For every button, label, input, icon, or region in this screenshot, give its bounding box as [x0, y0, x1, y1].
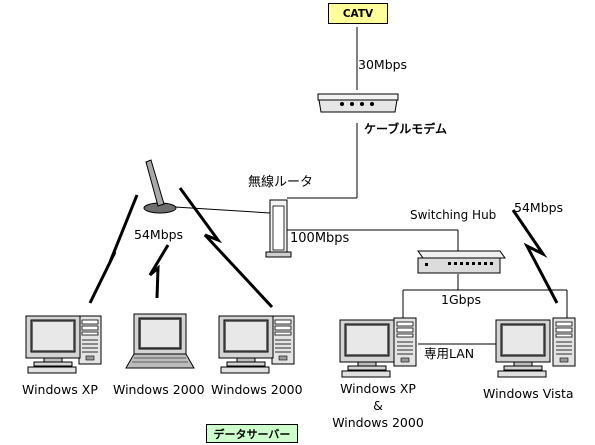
antenna-icon — [143, 159, 177, 214]
computer-label-line-2: & — [373, 398, 383, 413]
wire-links — [174, 27, 568, 345]
wireless-speed-left-label: 54Mbps — [134, 227, 184, 242]
router-label: 無線ルータ — [248, 175, 314, 190]
router-icon — [265, 199, 292, 258]
computer-label-line-3: Windows 2000 — [332, 415, 424, 430]
cable-modem-icon — [317, 93, 399, 113]
computer-label-windows-xp: Windows XP — [22, 382, 98, 397]
data-server-label: データサーバー — [213, 427, 291, 441]
wireless-bolt-2000-desktop — [178, 187, 274, 309]
wireless-bolt-vista — [511, 209, 559, 304]
computer-windows-xp-2000-icon — [339, 317, 417, 378]
computer-windows-vista-icon — [495, 317, 576, 378]
data-server-box: データサーバー — [206, 424, 298, 443]
wireless-bolt-xp — [88, 194, 139, 304]
dedicated-lan-label: 専用LAN — [423, 346, 476, 361]
computer-label-windows-vista: Windows Vista — [483, 386, 574, 401]
computer-label-windows-2000-desktop: Windows 2000 — [211, 382, 303, 397]
gigabit-speed-label: 1Gbps — [441, 292, 482, 307]
wireless-speed-right-label: 54Mbps — [514, 200, 564, 215]
catv-box: CATV — [328, 3, 388, 24]
lan-speed-label: 100Mbps — [290, 231, 350, 246]
switching-hub-icon — [417, 250, 506, 274]
cable-modem-label: ケーブルモデム — [364, 122, 448, 136]
computer-windows-xp-icon — [25, 315, 102, 374]
wireless-links — [88, 187, 559, 309]
hub-label: Switching Hub — [410, 208, 497, 222]
catv-label: CATV — [342, 7, 374, 20]
wireless-bolt-2000-laptop — [148, 244, 170, 299]
computer-windows-2000-icon — [218, 315, 295, 374]
laptop-windows-2000-icon — [125, 313, 195, 369]
computer-label-windows-xp-2000: Windows XP & Windows 2000 — [326, 380, 430, 431]
computer-label-windows-2000-laptop: Windows 2000 — [113, 382, 205, 397]
computer-label-line-1: Windows XP — [340, 381, 416, 396]
catv-speed-label: 30Mbps — [358, 57, 408, 72]
